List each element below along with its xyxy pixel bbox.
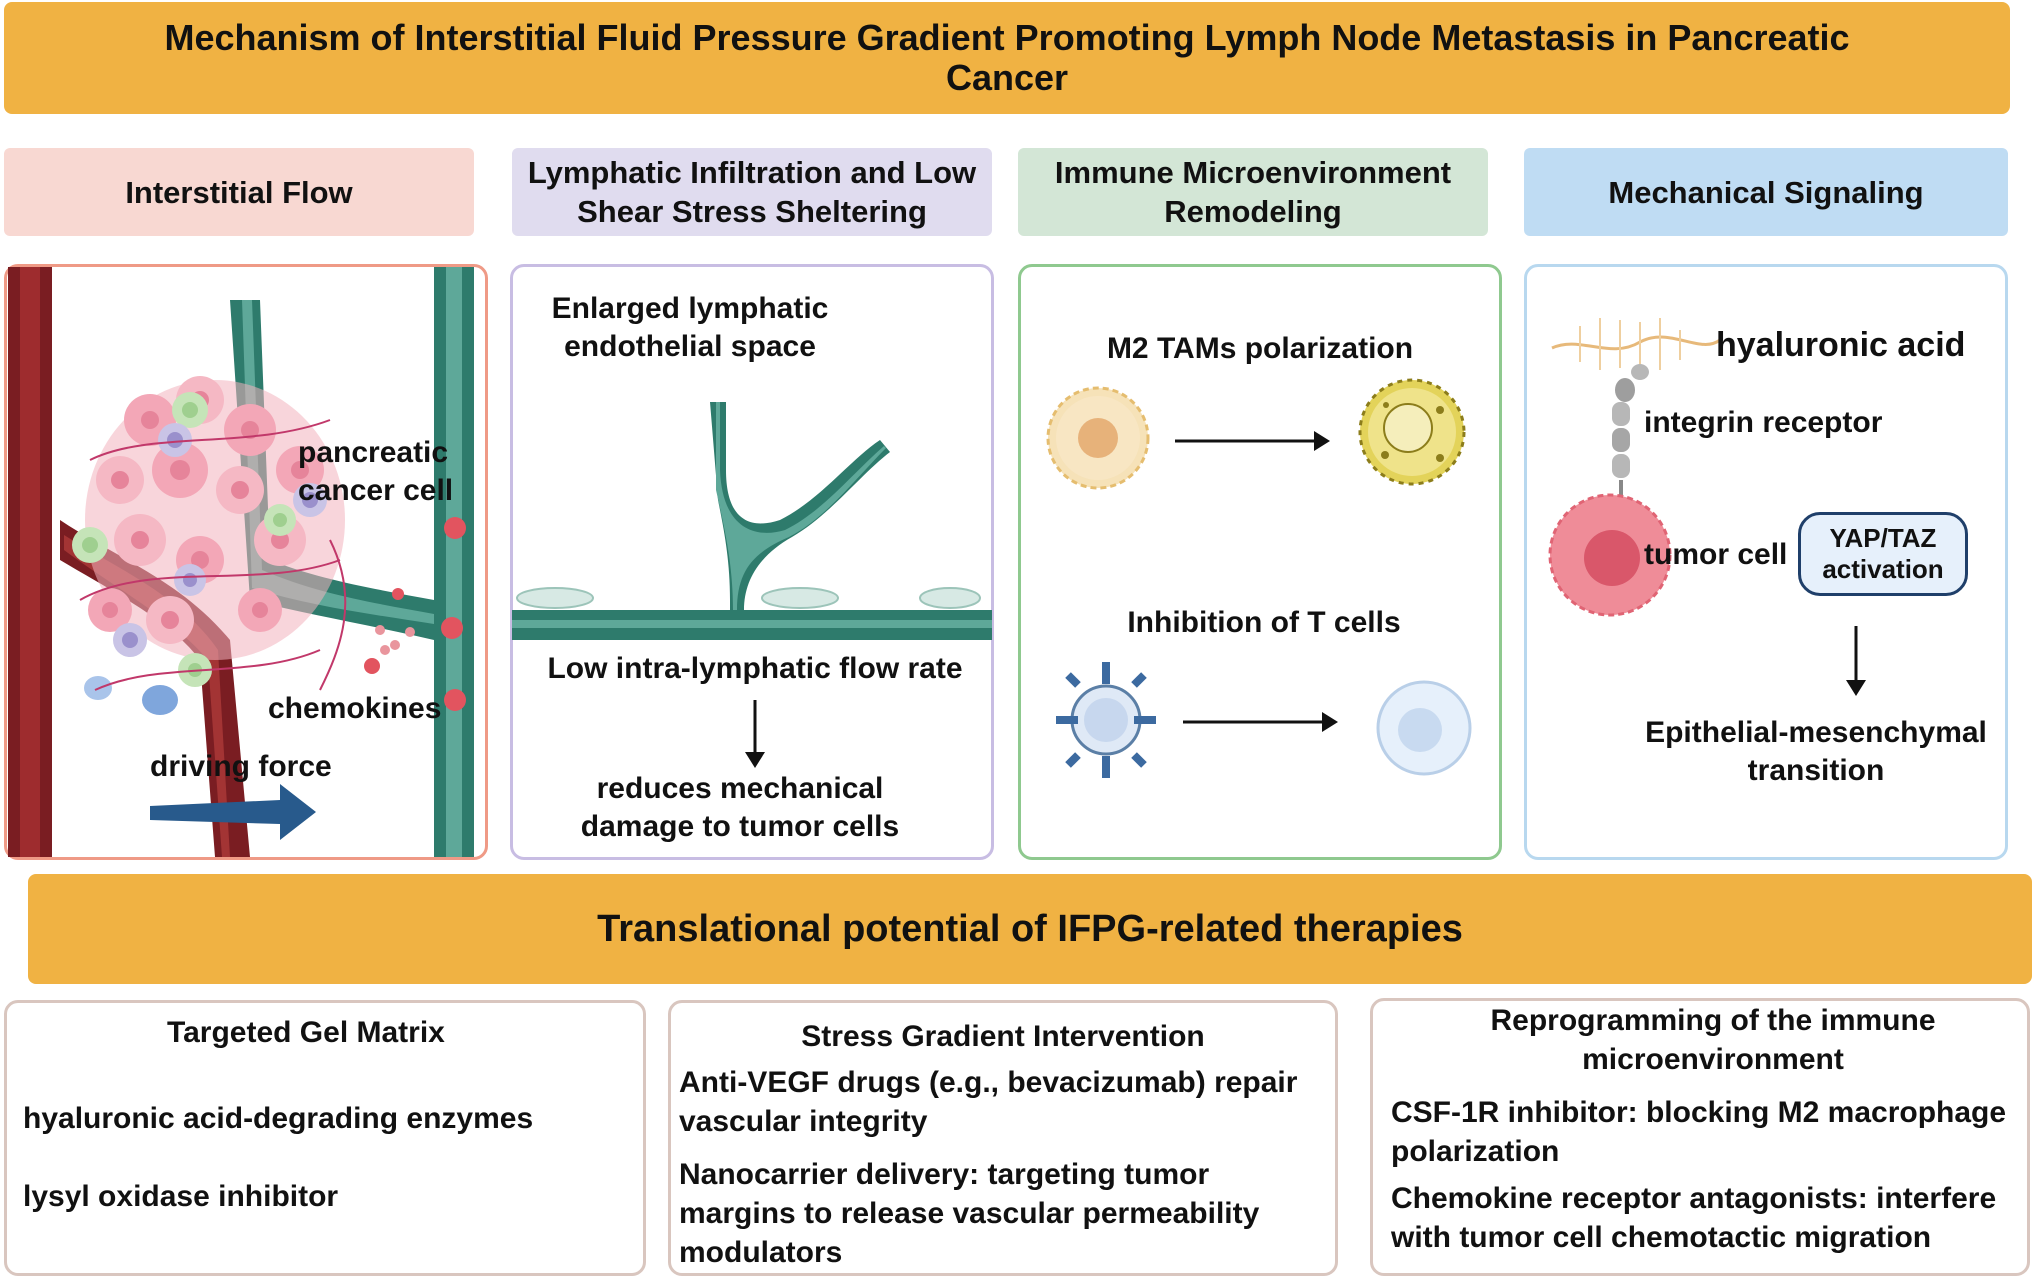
lymphatic-branch-illustration (512, 402, 992, 640)
flow-rate-label: Low intra-lymphatic flow rate (547, 652, 963, 685)
migrating-cells-icon (392, 517, 466, 711)
therapy-box-gel-matrix: Targeted Gel Matrix hyaluronic acid-degr… (4, 1000, 646, 1276)
therapy-box-immune-reprogramming: Reprogramming of the immune microenviron… (1370, 998, 2030, 1276)
pancreatic-cancer-cell-label: pancreatic cancer cell (298, 436, 454, 507)
therapy-item: lysyl oxidase inhibitor (23, 1180, 339, 1213)
macrophage-m1-icon (1046, 386, 1150, 490)
hyaluronic-acid-label: hyaluronic acid (1716, 326, 1966, 364)
column-header-interstitial-flow: Interstitial Flow (4, 148, 474, 236)
therapy-item: Chemokine receptor antagonists: interfer… (1391, 1182, 1997, 1254)
t-cell-active-icon (1056, 662, 1156, 778)
therapy-title-gel-matrix: Targeted Gel Matrix (167, 1016, 445, 1049)
down-arrow-panel4-icon (1846, 626, 1866, 696)
down-arrow-panel2-icon (745, 700, 765, 768)
column-header-mechanical: Mechanical Signaling (1524, 148, 2008, 236)
arrow-inhibition-icon (1183, 712, 1338, 732)
therapy-title-stress-gradient: Stress Gradient Intervention (801, 1020, 1205, 1053)
driving-force-arrow-icon (150, 784, 316, 840)
tumor-cell-label: tumor cell (1644, 538, 1788, 571)
yap-taz-label: YAP/TAZ activation (1822, 523, 1944, 584)
yap-taz-badge: YAP/TAZ activation (1798, 512, 1968, 596)
therapy-title-immune: Reprogramming of the immune microenviron… (1490, 1004, 1936, 1076)
integrin-receptor-label: integrin receptor (1644, 406, 1883, 439)
therapy-item: Nanocarrier delivery: targeting tumor ma… (679, 1158, 1260, 1269)
therapy-item: hyaluronic acid-degrading enzymes (23, 1102, 534, 1135)
arrow-polarization-icon (1175, 431, 1330, 451)
m2-polarization-label: M2 TAMs polarization (1106, 332, 1414, 365)
therapy-item: CSF-1R inhibitor: blocking M2 macrophage… (1391, 1096, 2007, 1168)
integrin-receptor-icon (1612, 364, 1649, 505)
emt-label: Epithelial-mesenchymal transition (1645, 716, 1987, 787)
main-title: Mechanism of Interstitial Fluid Pressure… (4, 2, 2010, 114)
column-header-immune: Immune Microenvironment Remodeling (1018, 148, 1488, 236)
lymphatic-space-label: Enlarged lymphatic endothelial space (551, 292, 829, 363)
mechanical-damage-label: reduces mechanical damage to tumor cells (580, 772, 900, 843)
translational-banner: Translational potential of IFPG-related … (28, 874, 2032, 984)
chemokine-dots-icon (364, 625, 415, 674)
therapy-item: Anti-VEGF drugs (e.g., bevacizumab) repa… (679, 1066, 1298, 1138)
driving-force-label: driving force (150, 750, 332, 783)
column-header-lymphatic: Lymphatic Infiltration and Low Shear Str… (512, 148, 992, 236)
therapy-box-stress-gradient: Stress Gradient Intervention Anti-VEGF d… (668, 1000, 1338, 1276)
hyaluronic-acid-chain-icon (1551, 318, 1721, 370)
chemokines-label: chemokines (268, 692, 442, 725)
tumor-cluster-icon (72, 376, 347, 715)
macrophage-m2-icon (1358, 378, 1466, 486)
t-cell-inhibition-label: Inhibition of T cells (1127, 606, 1401, 639)
tumor-cell-icon (1548, 493, 1672, 617)
t-cell-inhibited-icon (1376, 680, 1472, 776)
